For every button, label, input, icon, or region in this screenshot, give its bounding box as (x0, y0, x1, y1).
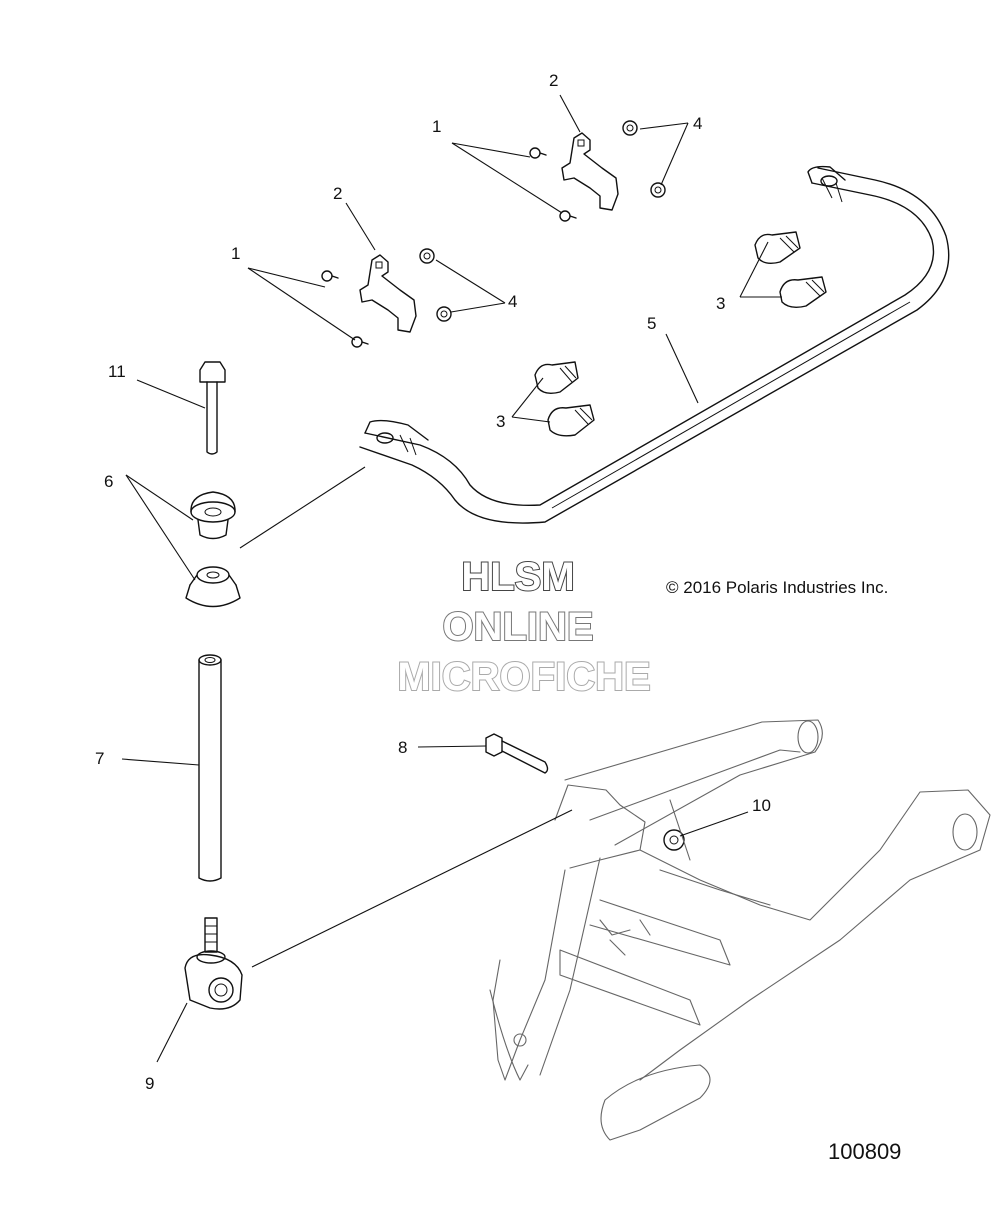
callout-4: 4 (508, 292, 517, 311)
bushing-clamp (534, 231, 827, 437)
watermark-line-1: HLSM (461, 555, 574, 599)
callouts: 1 1 2 2 3 3 4 4 5 6 7 8 9 10 11 (95, 71, 771, 1093)
bracket-clamp (359, 254, 417, 333)
bushing (190, 491, 236, 540)
flange-bolt (485, 733, 549, 774)
spacer-tube (198, 654, 222, 882)
watermark-line-2: ONLINE (442, 605, 593, 649)
bracket-clamp (561, 132, 619, 211)
callout-3: 3 (716, 294, 725, 313)
rear-frame (489, 719, 991, 1141)
callout-10: 10 (752, 796, 771, 815)
long-bolt (199, 361, 226, 455)
leader-lines (121, 94, 782, 1063)
callout-8: 8 (398, 738, 407, 757)
callout-5: 5 (647, 314, 656, 333)
watermark: HLSM ONLINE MICROFICHE (396, 554, 651, 700)
nut (419, 120, 666, 322)
flange-nut (663, 829, 685, 851)
callout-4: 4 (693, 114, 702, 133)
callout-2: 2 (549, 71, 558, 90)
copyright-text: © 2016 Polaris Industries Inc. (666, 578, 888, 597)
figure-number: 100809 (828, 1139, 901, 1164)
callout-2: 2 (333, 184, 342, 203)
callout-11: 11 (108, 362, 126, 381)
callout-9: 9 (145, 1074, 154, 1093)
stabilizer-bar (359, 165, 950, 524)
callout-6: 6 (104, 472, 113, 491)
bolt (321, 147, 577, 348)
callout-3: 3 (496, 412, 505, 431)
watermark-line-3: MICROFICHE (397, 655, 650, 699)
callout-1: 1 (432, 117, 441, 136)
callout-7: 7 (95, 749, 104, 768)
callout-1: 1 (231, 244, 240, 263)
end-link (184, 917, 243, 1010)
bushing (185, 566, 241, 608)
